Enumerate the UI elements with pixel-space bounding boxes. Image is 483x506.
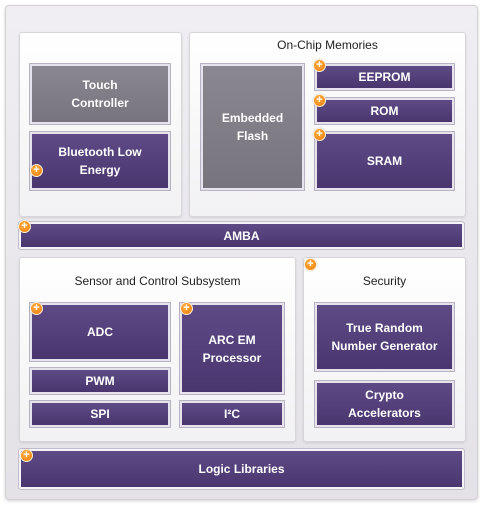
eeprom-label: EEPROM [358,70,411,84]
bluetooth-label: Bluetooth Low Energy [58,145,142,177]
plus-icon: + [180,302,193,315]
bluetooth-block: Bluetooth Low Energy [29,131,171,191]
sram-block: SRAM [314,131,455,191]
i2c-block: I²C [179,400,285,428]
touch-controller-label: Touch Controller [71,78,129,110]
sram-label: SRAM [366,154,403,168]
plus-icon: + [313,128,326,141]
arc-em-processor-label: ARC EM Processor [202,332,262,365]
embedded-flash-label: Embedded Flash [221,111,284,143]
security-title: Security [362,274,407,288]
amba-label: AMBA [223,228,260,243]
plus-icon: + [313,59,326,72]
embedded-flash-block: Embedded Flash [200,63,305,191]
sensor-control-title: Sensor and Control Subsystem [74,274,241,288]
touch-controller-block: Touch Controller [29,63,171,125]
plus-icon: + [304,258,317,271]
pwm-block: PWM [29,367,171,395]
rom-block: ROM [314,97,455,125]
plus-icon: + [30,164,43,177]
adc-block: ADC [29,302,171,362]
plus-icon: + [313,94,326,107]
plus-icon: + [20,449,33,462]
crypto-accelerators-label: Crypto Accelerators [348,388,421,420]
i2c-label: I²C [224,407,240,421]
crypto-accelerators-block: Crypto Accelerators [314,380,455,428]
arc-em-processor-block: ARC EM Processor [179,302,285,395]
on-chip-memories-title: On-Chip Memories [277,38,378,52]
trng-label: True Random Number Generator [331,321,438,353]
spi-label: SPI [90,407,110,421]
eeprom-block: EEPROM [314,63,455,91]
adc-label: ADC [87,325,113,339]
spi-block: SPI [29,400,171,428]
plus-icon: + [30,302,43,315]
pwm-label: PWM [85,374,115,388]
rom-label: ROM [370,104,399,118]
logic-libraries-label: Logic Libraries [198,462,285,476]
logic-libraries-bar: Logic Libraries [18,448,465,490]
trng-block: True Random Number Generator [314,302,455,372]
plus-icon: + [18,220,31,233]
amba-bus: AMBA [18,221,465,250]
